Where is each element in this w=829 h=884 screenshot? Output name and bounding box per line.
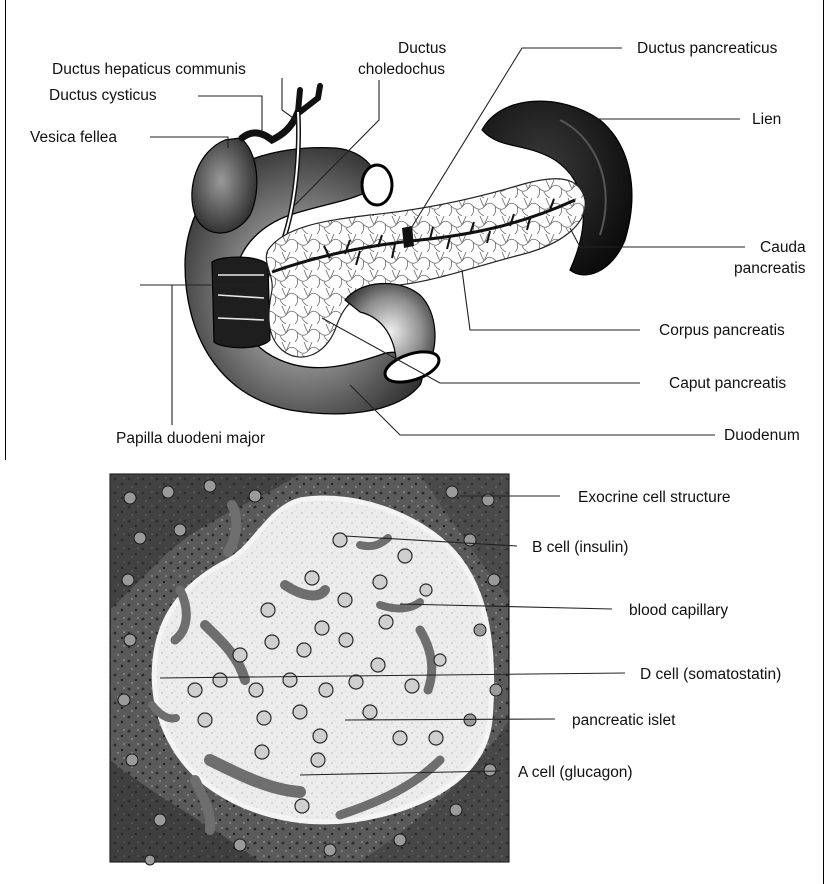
label-ductus-choledochus-1: Ductus [398, 40, 446, 57]
vesica-fellea-shape [192, 138, 257, 233]
duodenum-upper-opening [362, 165, 392, 205]
label-exocrine-cell-structure: Exocrine cell structure [578, 489, 730, 506]
label-ductus-cysticus: Ductus cysticus [49, 87, 157, 104]
label-corpus-pancreatis: Corpus pancreatis [659, 322, 785, 339]
label-b-cell: B cell (insulin) [532, 539, 628, 556]
label-vesica-fellea: Vesica fellea [30, 129, 117, 146]
label-a-cell: A cell (glucagon) [518, 764, 633, 781]
leader-corpus [462, 270, 640, 330]
label-caput-pancreatis: Caput pancreatis [669, 375, 786, 392]
papilla-window [212, 257, 270, 348]
ductus-hepaticus-shape [298, 86, 320, 112]
label-papilla-duodeni-major: Papilla duodeni major [116, 430, 265, 447]
label-ductus-choledochus-2: choledochus [358, 61, 445, 78]
label-lien: Lien [752, 111, 781, 128]
label-cauda-1: Cauda [760, 239, 806, 256]
leader-ductus-cysticus [198, 96, 262, 132]
label-d-cell: D cell (somatostatin) [640, 666, 781, 683]
label-duodenum: Duodenum [724, 427, 800, 444]
label-ductus-pancreaticus: Ductus pancreaticus [637, 40, 778, 57]
anatomy-illustration [185, 86, 632, 414]
label-pancreatic-islet: pancreatic islet [572, 712, 676, 729]
ductus-cysticus-shape [242, 112, 298, 140]
label-blood-capillary: blood capillary [629, 602, 728, 619]
histology-micrograph [110, 474, 509, 865]
label-cauda-2: pancreatis [734, 260, 806, 277]
histology-labels: Exocrine cell structure B cell (insulin)… [518, 489, 781, 781]
label-ductus-hepaticus-communis: Ductus hepaticus communis [52, 61, 246, 78]
pancreatic-duct-accent [402, 226, 414, 248]
